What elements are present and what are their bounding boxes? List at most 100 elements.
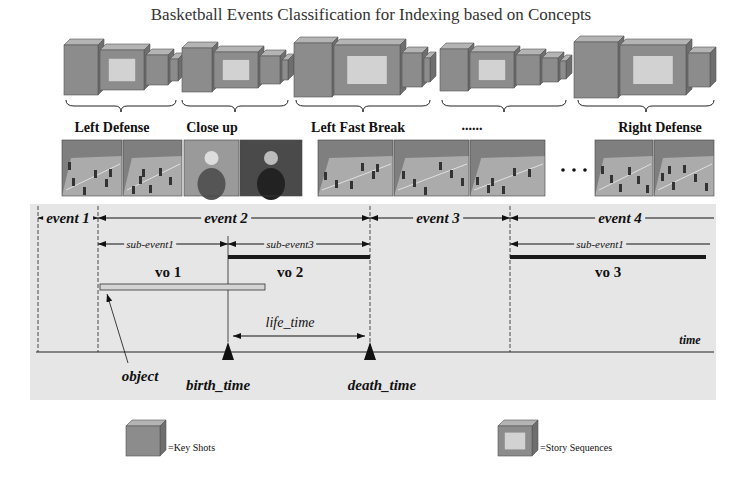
box-inner: [223, 60, 249, 80]
person-head: [264, 151, 278, 165]
video-object-bar: [228, 255, 370, 259]
shot-chain: [64, 36, 716, 98]
group-brace: [182, 100, 288, 112]
video-frame: [595, 140, 653, 196]
court-floor: [470, 156, 545, 196]
box-side: [532, 420, 538, 456]
ellipsis-dot: [583, 168, 587, 172]
vo-label: vo 2: [277, 264, 303, 281]
group-brace: [578, 100, 714, 112]
box-side: [710, 47, 716, 87]
player: [637, 176, 640, 184]
event-label: event 3: [413, 210, 463, 227]
video-frame: [470, 140, 545, 196]
player: [324, 172, 327, 180]
video-object-bar: [100, 284, 265, 290]
group-brace: [296, 100, 430, 112]
time-axis: [36, 352, 714, 353]
box-top: [126, 420, 166, 426]
player: [491, 178, 494, 186]
player: [661, 173, 664, 181]
legend-text: =Story Sequences: [540, 442, 612, 453]
video-frame: [394, 140, 469, 196]
title: Basketball Events Classification for Ind…: [151, 6, 592, 25]
player: [149, 185, 152, 193]
player: [109, 169, 112, 177]
box-front: [424, 58, 430, 82]
box-front: [182, 48, 212, 92]
court-line: [658, 164, 712, 190]
group-label: Right Defense: [618, 120, 702, 135]
court-line: [322, 164, 391, 190]
legend-swatch: [126, 420, 166, 456]
box-top: [214, 46, 264, 52]
player: [668, 166, 671, 174]
object-label: birth_time: [186, 377, 250, 394]
box-side: [430, 52, 436, 82]
time-label: life_time: [264, 315, 317, 330]
player: [683, 165, 686, 173]
court-floor: [62, 156, 122, 196]
court-floor: [394, 156, 469, 196]
video-frame: [240, 140, 302, 200]
player: [450, 170, 453, 178]
box-front: [498, 426, 532, 456]
player: [424, 187, 427, 195]
group-brace: [442, 100, 566, 112]
box-front: [214, 52, 258, 88]
box-inner: [347, 56, 387, 84]
box-front: [440, 49, 468, 91]
box-front: [100, 50, 144, 90]
box-top: [64, 39, 104, 45]
sub-event-label: sub-event1: [574, 238, 626, 250]
person-body: [198, 168, 226, 200]
player: [83, 187, 86, 195]
frame-border: [123, 140, 182, 196]
player: [513, 168, 516, 176]
video-frame: [654, 140, 714, 196]
box-side: [288, 54, 294, 80]
box-front: [516, 55, 540, 85]
box-inner: [505, 433, 525, 450]
player: [94, 170, 97, 178]
box-front: [146, 55, 168, 85]
box-side: [566, 55, 572, 79]
event-boundary: [370, 206, 371, 352]
box-inner: [479, 60, 505, 80]
video-frame: [184, 140, 239, 200]
frame-border: [595, 140, 653, 196]
time-marker: [364, 342, 376, 360]
event-label: event 1: [43, 210, 93, 227]
time-marker: [222, 342, 234, 360]
box-top: [574, 36, 624, 42]
box-top: [620, 39, 692, 45]
video-frame: [123, 140, 182, 196]
player: [619, 184, 622, 192]
box-front: [574, 42, 618, 98]
box-top: [294, 37, 338, 43]
frame-border: [318, 140, 393, 196]
player: [72, 178, 75, 186]
box-top: [100, 44, 150, 50]
event-label: event 2: [201, 210, 251, 227]
player: [361, 163, 364, 171]
player: [439, 162, 442, 170]
court-line: [66, 164, 120, 190]
court-floor: [123, 156, 182, 196]
frame-border: [240, 140, 302, 196]
frame-border: [62, 140, 122, 196]
box-front: [334, 45, 400, 95]
court-line: [474, 164, 543, 190]
player: [372, 171, 375, 179]
box-front: [126, 426, 160, 456]
box-top: [334, 39, 406, 45]
group-label: Left Fast Break: [311, 120, 405, 135]
player: [105, 179, 108, 187]
court-floor: [318, 156, 393, 196]
frame-bg: [318, 140, 393, 196]
frame-bg: [470, 140, 545, 196]
event-label: event 4: [595, 210, 645, 227]
timeline-panel: [30, 204, 716, 400]
sub-event-label: sub-event1: [124, 238, 176, 250]
group-label: ......: [462, 118, 483, 133]
